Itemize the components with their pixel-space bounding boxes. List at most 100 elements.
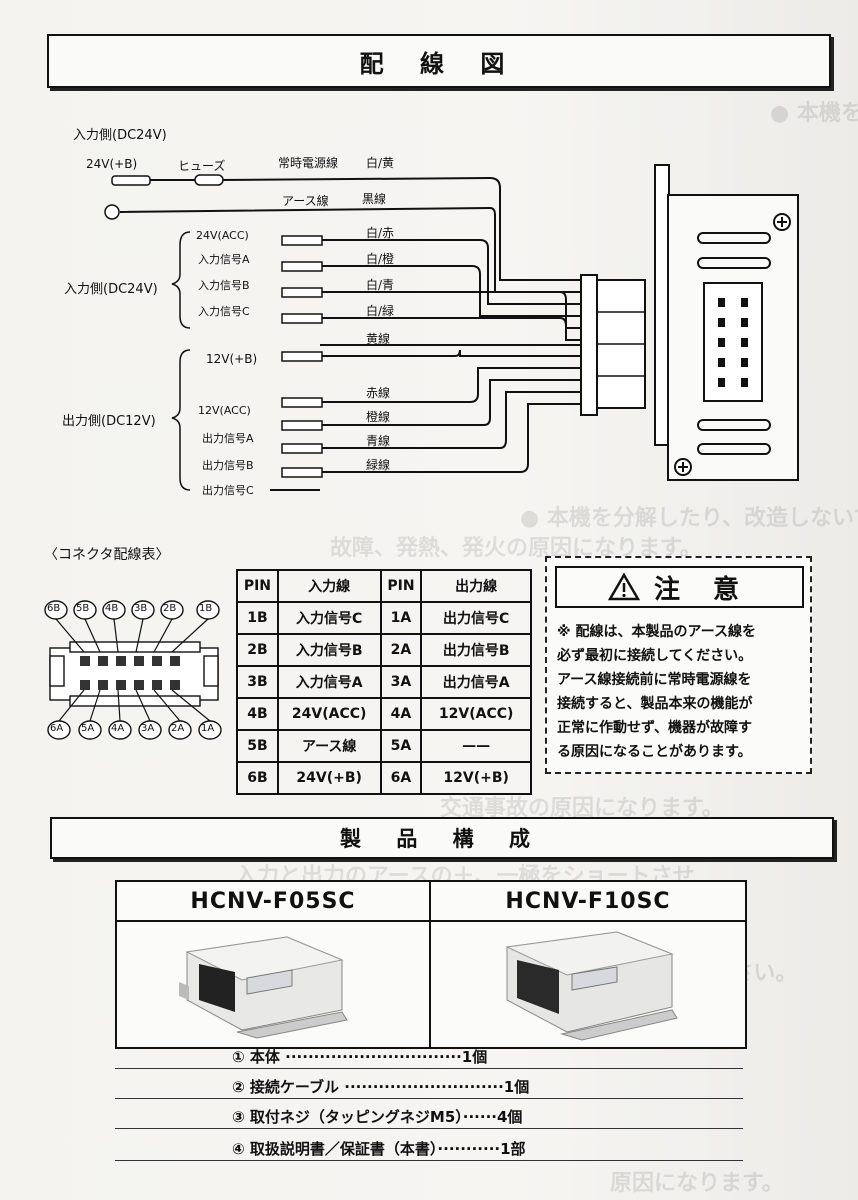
orange-wire-label: 橙線 bbox=[366, 410, 391, 424]
table-cell: 5B bbox=[236, 729, 279, 763]
white-orange-label: 白/橙 bbox=[366, 252, 395, 266]
caution-line: 必ず最初に接続してください。 bbox=[557, 648, 753, 664]
caution-line: ※ 配線は、本製品のアース線を bbox=[557, 624, 756, 640]
table-cell: 出力信号C bbox=[420, 601, 532, 635]
caution-box: 注 意 ※ 配線は、本製品のアース線を 必ず最初に接続してください。 アース線接… bbox=[545, 556, 812, 774]
caution-title: 注 意 bbox=[653, 574, 752, 605]
out-c-label: 出力信号C bbox=[202, 484, 254, 497]
list-item: ② 接続ケーブル ····························1個 bbox=[232, 1078, 530, 1096]
table-cell: —— bbox=[420, 729, 532, 763]
pin-label-6b: 6B bbox=[47, 603, 61, 614]
table-cell: 6A bbox=[379, 761, 423, 795]
left-model-name: HCNV-F05SC bbox=[117, 882, 431, 922]
caution-header: 注 意 bbox=[555, 566, 804, 608]
acc12-label: 12V(ACC) bbox=[198, 404, 251, 417]
products-table: HCNV-F05SC HCNV-F10SC bbox=[115, 880, 747, 1049]
list-item: ① 本体 ·······························1個 bbox=[232, 1048, 488, 1066]
table-row: 6B 24V(+B) 6A 12V(+B) bbox=[236, 761, 532, 795]
table-row: 3B 入力信号A 3A 出力信号A bbox=[236, 665, 532, 699]
table-cell: 5A bbox=[379, 729, 423, 763]
table-cell: 入力信号B bbox=[276, 633, 382, 667]
pin-table-header: PIN 入力線 PIN 出力線 bbox=[236, 569, 532, 603]
white-green-label: 白/緑 bbox=[366, 304, 395, 318]
table-row: 1B 入力信号C 1A 出力信号C bbox=[236, 601, 532, 635]
table-cell: 1B bbox=[236, 601, 279, 635]
caution-body: ※ 配線は、本製品のアース線を 必ず最初に接続してください。 アース線接続前に常… bbox=[557, 620, 805, 764]
out-b-label: 出力信号B bbox=[202, 459, 254, 472]
table-cell: 4A bbox=[379, 697, 423, 731]
table-cell: 入力信号A bbox=[276, 665, 382, 699]
table-cell: 入力信号C bbox=[276, 601, 382, 635]
const-power-label: 常時電源線 bbox=[278, 156, 339, 170]
pin-label-4a: 4A bbox=[111, 723, 125, 734]
white-blue-label: 白/青 bbox=[366, 278, 395, 292]
header-input-wire: 入力線 bbox=[276, 569, 382, 603]
in-c-label: 入力信号C bbox=[198, 305, 250, 318]
table-cell: 12V(+B) bbox=[420, 761, 532, 795]
device-f05sc-image bbox=[179, 936, 348, 1039]
list-separator bbox=[115, 1098, 743, 1099]
acc24-label: 24V(ACC) bbox=[196, 229, 249, 242]
yellow-wire-label: 黄線 bbox=[366, 332, 391, 346]
pin-label-6a: 6A bbox=[50, 723, 64, 734]
pin-label-2b: 2B bbox=[163, 603, 177, 614]
table-cell: 出力信号A bbox=[420, 665, 532, 699]
pin-table: PIN 入力線 PIN 出力線 1B 入力信号C 1A 出力信号C 2B 入力信… bbox=[236, 569, 532, 795]
input-side-top-label: 入力側(DC24V) bbox=[73, 128, 167, 143]
in-b-label: 入力信号B bbox=[198, 279, 250, 292]
wiring-diagram-title: 配 線 図 bbox=[47, 34, 831, 88]
pin-label-2a: 2A bbox=[171, 723, 185, 734]
b-plus-label: 24V(+B) bbox=[86, 157, 138, 171]
in-a-label: 入力信号A bbox=[198, 253, 250, 266]
pin-label-5b: 5B bbox=[76, 603, 90, 614]
out-a-label: 出力信号A bbox=[202, 432, 254, 445]
output-side-label: 出力側(DC12V) bbox=[62, 414, 156, 429]
list-separator bbox=[115, 1128, 743, 1129]
caution-line: アース線接続前に常時電源線を bbox=[557, 672, 752, 688]
table-cell: 出力信号B bbox=[420, 633, 532, 667]
products-divider bbox=[429, 920, 431, 1047]
table-row: 4B 24V(ACC) 4A 12V(ACC) bbox=[236, 697, 532, 731]
list-separator bbox=[115, 1160, 743, 1161]
pin-label-3b: 3B bbox=[134, 603, 148, 614]
table-cell: 2A bbox=[379, 633, 423, 667]
earth-wire-label: アース線 bbox=[282, 194, 329, 208]
table-cell: 3B bbox=[236, 665, 279, 699]
table-cell: 6B bbox=[236, 761, 279, 795]
table-cell: 4B bbox=[236, 697, 279, 731]
table-cell: 2B bbox=[236, 633, 279, 667]
connector-table-title: 〈コネクタ配線表〉 bbox=[44, 547, 170, 563]
black-wire-label: 黒線 bbox=[362, 192, 387, 206]
device-f10sc-image bbox=[505, 931, 678, 1041]
pin-label-1b: 1B bbox=[199, 603, 213, 614]
list-item: ④ 取扱説明書／保証書（本書）···········1部 bbox=[232, 1140, 526, 1158]
table-cell: 1A bbox=[379, 601, 423, 635]
caution-line: 接続すると、製品本来の機能が bbox=[557, 696, 753, 712]
table-cell: 3A bbox=[379, 665, 423, 699]
caution-line: る原因になることがあります。 bbox=[557, 744, 752, 760]
right-model-name: HCNV-F10SC bbox=[431, 882, 745, 922]
header-pin-out: PIN bbox=[379, 569, 423, 603]
products-title: 製 品 構 成 bbox=[50, 817, 834, 859]
table-cell: 24V(ACC) bbox=[276, 697, 382, 731]
list-item: ③ 取付ネジ（タッピングネジM5）······4個 bbox=[232, 1108, 523, 1126]
caution-line: 正常に作動せず、機器が故障す bbox=[557, 720, 753, 736]
table-row: 2B 入力信号B 2A 出力信号B bbox=[236, 633, 532, 667]
table-row: 5B アース線 5A —— bbox=[236, 729, 532, 763]
table-cell: 12V(ACC) bbox=[420, 697, 532, 731]
white-red-label: 白/赤 bbox=[366, 226, 395, 240]
green-wire-label: 緑線 bbox=[366, 458, 391, 472]
table-cell: 24V(+B) bbox=[276, 761, 382, 795]
header-output-wire: 出力線 bbox=[420, 569, 532, 603]
header-pin-in: PIN bbox=[236, 569, 279, 603]
pin-label-3a: 3A bbox=[141, 723, 155, 734]
list-separator bbox=[115, 1068, 743, 1069]
pin-label-1a: 1A bbox=[201, 723, 215, 734]
v12b-label: 12V(+B) bbox=[206, 352, 258, 366]
warning-icon bbox=[607, 572, 640, 601]
blue-wire-label: 青線 bbox=[366, 434, 391, 448]
white-yellow-label: 白/黄 bbox=[366, 156, 395, 170]
pin-label-5a: 5A bbox=[81, 723, 95, 734]
